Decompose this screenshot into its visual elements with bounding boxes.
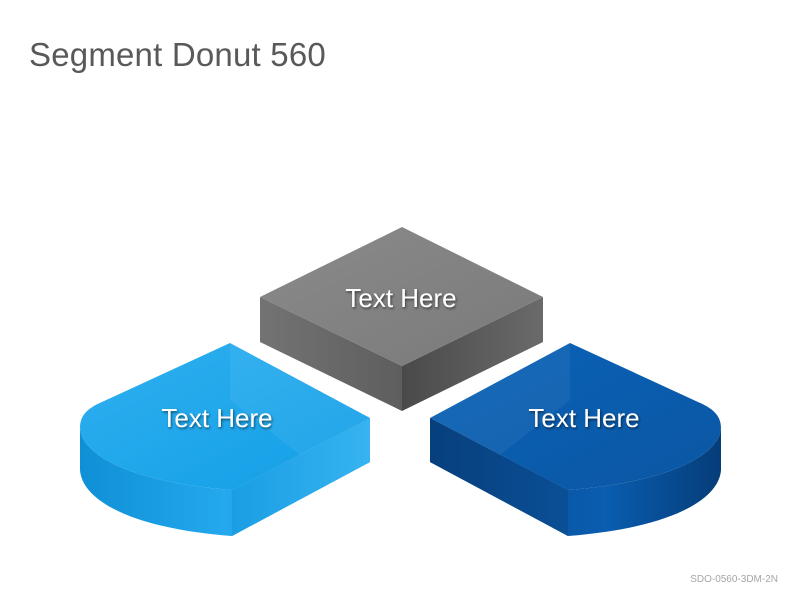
segment-label-light-blue: Text Here bbox=[161, 403, 272, 433]
segment-dark-blue bbox=[430, 343, 721, 536]
segment-label-gray: Text Here bbox=[345, 283, 456, 313]
segment-label-dark-blue: Text Here bbox=[528, 403, 639, 433]
slide-title: Segment Donut 560 bbox=[29, 36, 326, 73]
footer-code: SDO-0560-3DM-2N bbox=[690, 574, 778, 585]
segment-light-blue bbox=[80, 343, 370, 536]
segment-gray bbox=[260, 227, 543, 411]
